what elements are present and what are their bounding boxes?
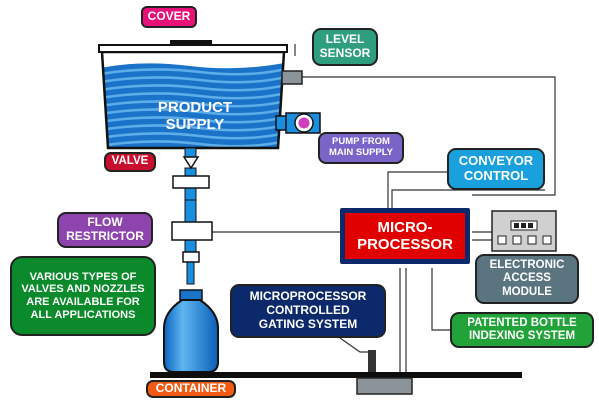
- valves-note-label: VARIOUS TYPES OF VALVES AND NOZZLES ARE …: [10, 256, 156, 336]
- level-sensor-label: LEVEL SENSOR: [312, 28, 378, 66]
- gating-device: [356, 350, 413, 395]
- access-module-device: [491, 210, 557, 252]
- wiring: [212, 44, 556, 382]
- flow-restrictor-device: [171, 221, 213, 241]
- pump-label: PUMP FROM MAIN SUPPLY: [318, 132, 404, 164]
- container-label: CONTAINER: [146, 380, 236, 398]
- patented-indexing-label: PATENTED BOTTLE INDEXING SYSTEM: [450, 312, 594, 348]
- bottle: [163, 289, 219, 373]
- wire-indexing: [431, 268, 450, 331]
- flow-restrictor-label: FLOW RESTRICTOR: [57, 212, 153, 248]
- tank: [100, 50, 286, 150]
- electronic-access-module-label: ELECTRONIC ACCESS MODULE: [475, 254, 579, 304]
- wire-level-sensor: [302, 76, 556, 196]
- valve-label: VALVE: [104, 152, 156, 172]
- coupling-upper: [172, 175, 210, 189]
- wire-conveyor-upper: [387, 171, 448, 210]
- tank-cover: [98, 40, 288, 53]
- nozzle: [182, 251, 200, 263]
- gating-system-label: MICROPROCESSOR CONTROLLED GATING SYSTEM: [230, 284, 386, 338]
- level-sensor-device: [281, 70, 303, 85]
- valve-symbol: [182, 156, 200, 170]
- conveyor-control-label: CONVEYOR CONTROL: [447, 148, 545, 190]
- cover-label: COVER: [141, 6, 197, 28]
- pointer-gating: [339, 337, 372, 353]
- microprocessor-unit: MICRO- PROCESSOR: [340, 208, 470, 264]
- wire-conveyor-lower: [391, 189, 545, 210]
- conveyor-belt: [150, 372, 522, 378]
- pump-device: [275, 112, 321, 134]
- product-supply-label: PRODUCT SUPPLY: [157, 99, 233, 133]
